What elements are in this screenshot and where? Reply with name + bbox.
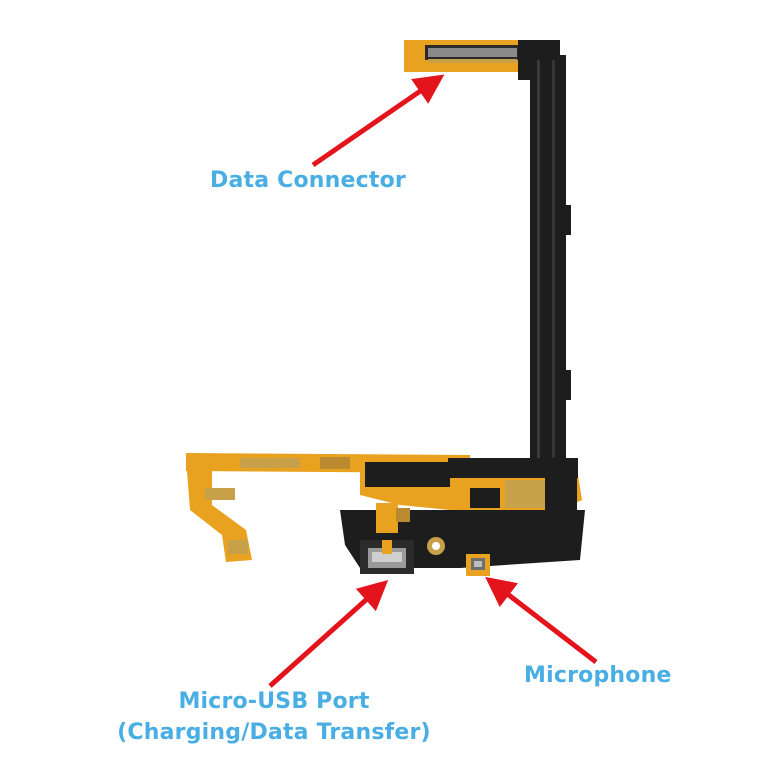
label-micro-usb-port: Micro-USB Port <box>178 689 370 714</box>
data-connector-board <box>404 40 560 80</box>
dock-board <box>186 453 585 576</box>
flex-ribbon-vertical <box>530 55 571 465</box>
label-usb-purpose: (Charging/Data Transfer) <box>117 720 431 745</box>
label-data-connector: Data Connector <box>210 168 406 193</box>
label-microphone: Microphone <box>524 663 672 688</box>
arrow-to-usb-port <box>268 579 389 688</box>
arrow-to-microphone <box>485 576 598 664</box>
arrow-to-data-connector <box>311 74 445 168</box>
